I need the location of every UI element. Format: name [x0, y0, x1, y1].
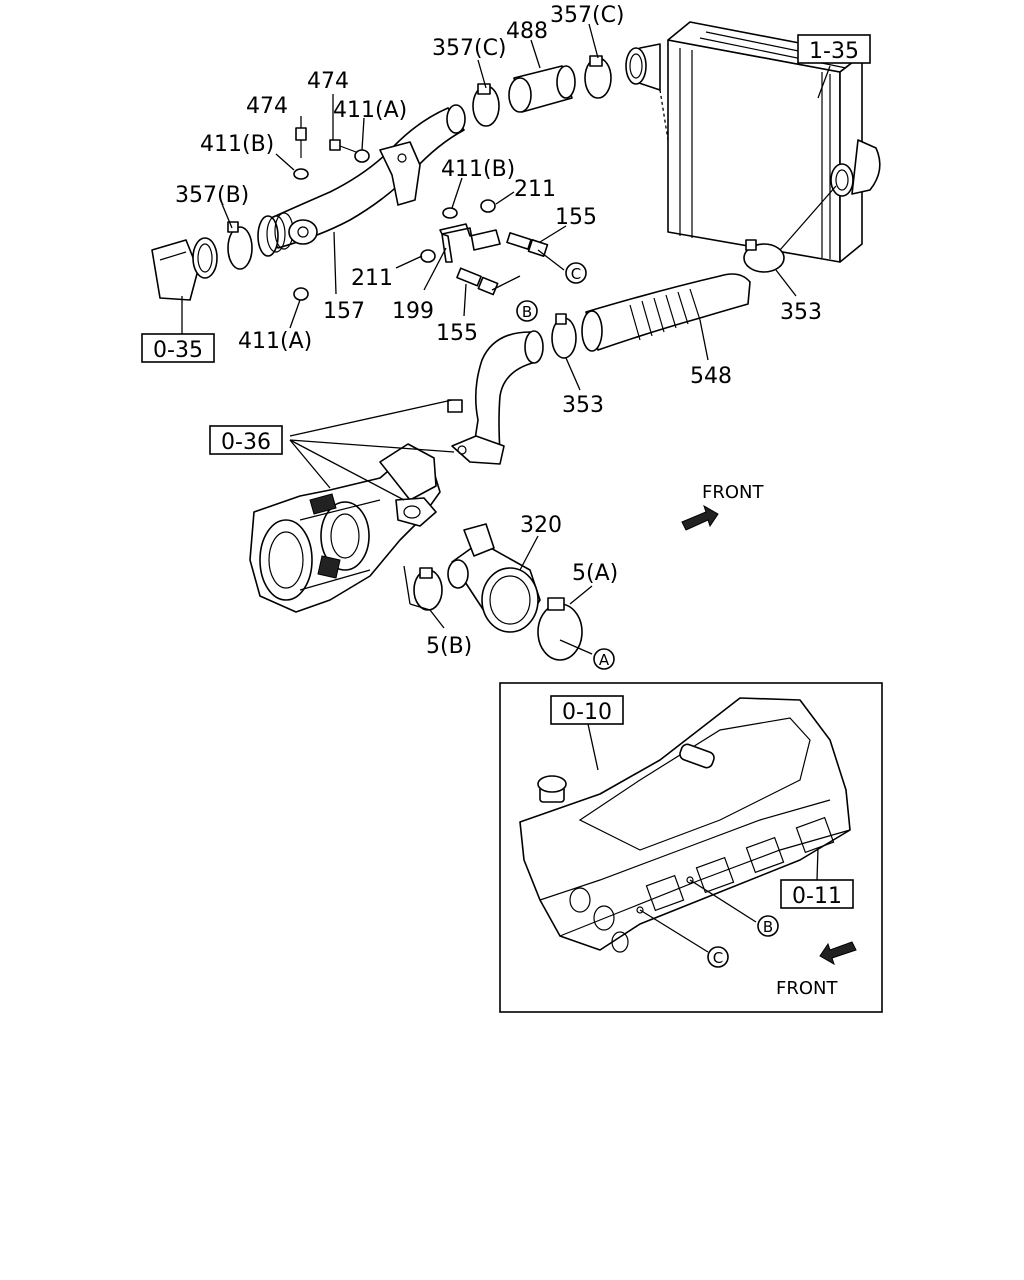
ref-box-0-10[interactable]: 0-10: [550, 695, 624, 725]
ref-box-0-36[interactable]: 0-36: [209, 425, 283, 455]
marker-a-upper: A: [593, 648, 615, 670]
callout-357c-left: 357(C): [432, 36, 507, 61]
callout-488: 488: [506, 19, 548, 44]
callout-5a: 5(A): [572, 561, 618, 586]
front-arrow-lower-icon: [819, 941, 857, 966]
callout-474: 474: [246, 94, 288, 119]
air-pipe-157: [257, 104, 466, 257]
ref-label-0-35: 0-35: [153, 338, 203, 363]
cylinder-head: [519, 697, 851, 953]
turbo-outlet-pipe: [447, 330, 544, 465]
bolts-nuts-upper: [293, 127, 496, 301]
ref-label-0-11: 0-11: [792, 884, 842, 909]
throttle-body-part: [151, 237, 218, 301]
ref-box-0-11[interactable]: 0-11: [780, 879, 854, 909]
ref-box-1-35[interactable]: 1-35: [797, 34, 871, 64]
marker-a-upper-label: A: [599, 651, 610, 669]
ref-label-1-35: 1-35: [809, 39, 859, 64]
marker-b-lower: B: [757, 915, 779, 937]
callout-548: 548: [690, 364, 732, 389]
ref-label-0-36: 0-36: [221, 430, 271, 455]
marker-c-upper-label: C: [571, 265, 581, 283]
callout-155-top: 155: [555, 205, 597, 230]
callout-155-mid: 155: [436, 321, 478, 346]
callout-157: 157: [323, 299, 365, 324]
clamp-5a: [537, 597, 583, 661]
clamp-357b: [227, 221, 253, 270]
callout-357b: 357(B): [175, 183, 249, 208]
marker-c-lower-label: C: [713, 949, 723, 967]
front-label-upper: FRONT: [702, 482, 764, 503]
callout-211-top: 211: [514, 177, 556, 202]
callout-411a-top: 411(A): [333, 98, 407, 123]
marker-c-lower: C: [707, 946, 729, 968]
sensor-155-upper: [506, 232, 549, 257]
callout-320: 320: [520, 513, 562, 538]
clamp-357c-left: [472, 83, 500, 127]
leader-lines: [181, 23, 837, 953]
marker-b-upper-label: B: [522, 303, 532, 321]
callout-411a-bottom: 411(A): [238, 329, 312, 354]
intercooler: [625, 21, 881, 263]
callout-474-top: 474: [307, 69, 349, 94]
marker-b-upper: B: [516, 300, 538, 322]
callout-199: 199: [392, 299, 434, 324]
callout-353-mid: 353: [562, 393, 604, 418]
callout-353-right: 353: [780, 300, 822, 325]
ref-label-0-10: 0-10: [562, 700, 612, 725]
hose-548: [581, 273, 751, 352]
marker-b-lower-label: B: [763, 918, 773, 936]
sensor-155-lower: [456, 267, 499, 296]
clamp-353-mid: [551, 313, 577, 359]
callout-labels: 357(C) 488 357(C) 474 411(A) 474 411(B) …: [175, 3, 822, 659]
ref-box-0-35[interactable]: 0-35: [141, 333, 215, 363]
clamp-5b: [413, 567, 443, 611]
turbocharger: [249, 443, 441, 613]
elbow-320: [447, 523, 541, 633]
marker-c-upper: C: [565, 262, 587, 284]
bracket-199: [439, 223, 501, 263]
front-label-lower: FRONT: [776, 978, 838, 999]
hose-488: [508, 65, 576, 113]
front-arrow-upper-icon: [681, 504, 719, 531]
callout-411b-top: 411(B): [200, 132, 274, 157]
clamp-357c-right: [584, 55, 612, 99]
clamp-353-right: [743, 239, 785, 273]
callout-211-mid: 211: [351, 266, 393, 291]
callout-411b-mid: 411(B): [441, 157, 515, 182]
callout-5b: 5(B): [426, 634, 472, 659]
callout-357c-right: 357(C): [550, 3, 625, 28]
